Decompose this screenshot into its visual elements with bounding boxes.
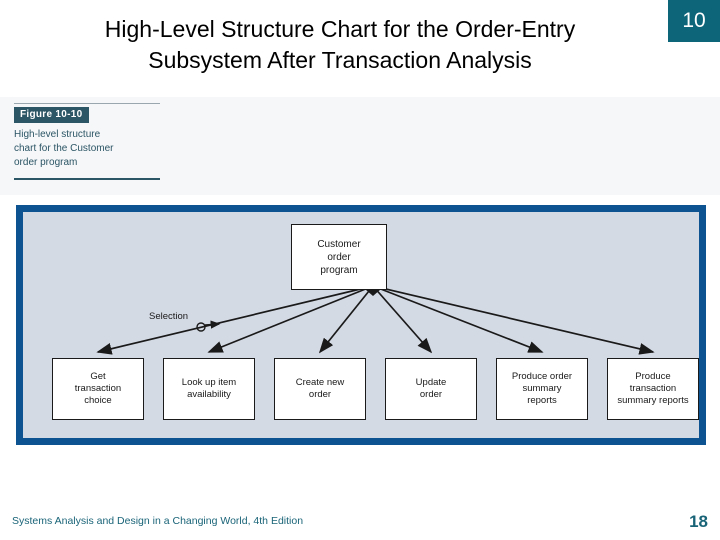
module-look-up-item-availability[interactable]: Look up item availability bbox=[163, 358, 255, 420]
figure-tag: Figure 10-10 bbox=[14, 107, 89, 123]
module-customer-order-program[interactable]: Customer order program bbox=[291, 224, 387, 290]
figure-caption-line-3: order program bbox=[14, 157, 78, 168]
leaf-3-line-1: Update bbox=[415, 377, 447, 388]
connector-5 bbox=[372, 285, 544, 353]
page-title-line-2: Subsystem After Transaction Analysis bbox=[148, 47, 532, 73]
module-create-new-order[interactable]: Create new order bbox=[274, 358, 366, 420]
loop-circle-icon bbox=[196, 322, 206, 332]
leaf-3-line-2: order bbox=[419, 389, 443, 400]
leaf-0-line-1: Get bbox=[90, 371, 106, 382]
module-update-order[interactable]: Update order bbox=[385, 358, 477, 420]
module-produce-transaction-summary-reports[interactable]: Produce transaction summary reports bbox=[607, 358, 699, 420]
structure-chart-panel: Customer order program Selection Get tra… bbox=[16, 205, 706, 445]
figure-caption-text: High-level structure chart for the Custo… bbox=[14, 128, 160, 170]
module-get-transaction-choice[interactable]: Get transaction choice bbox=[52, 358, 144, 420]
structure-chart-canvas: Customer order program Selection Get tra… bbox=[23, 212, 699, 438]
caption-rule-top bbox=[14, 103, 160, 104]
leaf-4-line-2: summary bbox=[522, 383, 562, 394]
connector-4 bbox=[372, 285, 433, 354]
figure-caption-line-2: chart for the Customer bbox=[14, 143, 114, 154]
connector-2 bbox=[207, 285, 374, 353]
connector-1 bbox=[96, 285, 374, 355]
caption-rule-bottom bbox=[14, 178, 160, 180]
footer-source: Systems Analysis and Design in a Changin… bbox=[12, 515, 304, 527]
footer-page-number: 18 bbox=[689, 512, 708, 531]
leaf-1-line-1: Look up item bbox=[181, 377, 237, 388]
page-title-line-1: High-Level Structure Chart for the Order… bbox=[104, 16, 576, 42]
root-label-line-2: order bbox=[327, 251, 351, 263]
connector-3 bbox=[318, 285, 374, 354]
leaf-0-line-2: transaction bbox=[74, 383, 122, 394]
root-label-line-3: program bbox=[320, 264, 358, 276]
selection-annotation-label: Selection bbox=[149, 311, 189, 322]
page-title: High-Level Structure Chart for the Order… bbox=[30, 14, 650, 76]
connector-6 bbox=[372, 285, 655, 355]
leaf-1-line-2: availability bbox=[187, 389, 231, 400]
leaf-4-line-3: reports bbox=[527, 395, 557, 406]
leaf-5-line-3: summary reports bbox=[617, 395, 689, 406]
leaf-4-line-1: Produce order bbox=[511, 371, 573, 382]
figure-caption-line-1: High-level structure bbox=[14, 129, 101, 140]
leaf-5-line-2: transaction bbox=[629, 383, 677, 394]
leaf-5-line-1: Produce bbox=[635, 371, 671, 382]
module-produce-order-summary-reports[interactable]: Produce order summary reports bbox=[496, 358, 588, 420]
loop-arrow-icon bbox=[204, 320, 221, 329]
figure-caption: Figure 10-10 High-level structure chart … bbox=[14, 104, 160, 170]
leaf-2-line-2: order bbox=[308, 389, 332, 400]
leaf-0-line-3: choice bbox=[84, 395, 112, 406]
root-label-line-1: Customer bbox=[317, 238, 361, 250]
leaf-2-line-1: Create new bbox=[295, 377, 345, 388]
chapter-badge: 10 bbox=[668, 0, 720, 42]
